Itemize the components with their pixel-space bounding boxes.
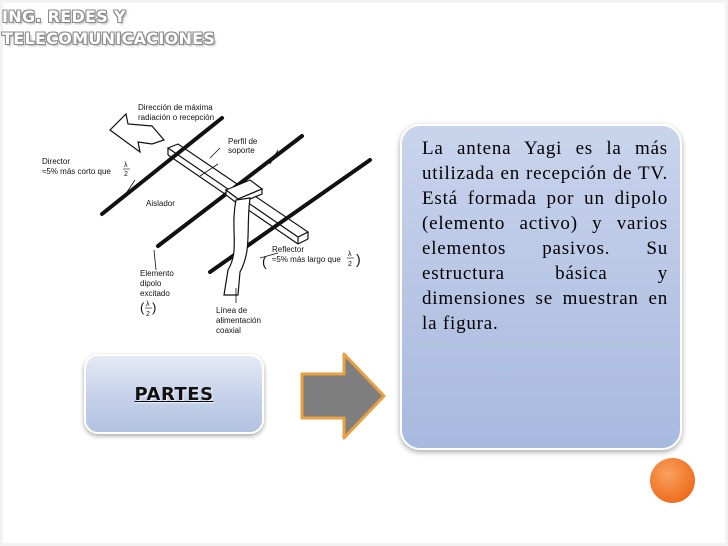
director-lambda: λ [124, 162, 128, 169]
slide-header: ING. REDES Y TELECOMUNICACIONES [2, 6, 302, 50]
elemento-label-3: excitado [140, 289, 170, 298]
reflector-paren-close: ) [356, 251, 361, 267]
elemento-paren-open: ( [140, 300, 145, 315]
linea-label-2: alimentación [216, 316, 261, 325]
partes-label: PARTES [134, 383, 214, 405]
elemento-lambda: λ [146, 301, 150, 308]
yagi-antenna-diagram: Dirección de máxima radiación o recepció… [42, 103, 372, 335]
description-box: La antena Yagi es la más utilizada en re… [400, 124, 682, 450]
header-line-1: ING. REDES Y [2, 7, 126, 26]
decorative-orange-dot [650, 458, 695, 503]
header-line-2: TELECOMUNICACIONES [2, 29, 216, 48]
radiation-arrow [109, 112, 166, 154]
director-label-1: Director [42, 157, 70, 166]
elemento-label-1: Elemento [140, 269, 174, 278]
reflector-two: 2 [348, 261, 352, 268]
right-arrow-icon[interactable] [298, 350, 388, 442]
perfil-label-2: soporte [228, 146, 255, 155]
elemento-two: 2 [146, 311, 150, 318]
linea-label-1: Línea de [216, 306, 248, 315]
reflector-label-2: ≈5% más largo que [272, 255, 341, 264]
reflector-paren-open: ( [262, 253, 267, 269]
director-label-2: ≈5% más corto que [42, 167, 111, 176]
aislador-label: Aislador [146, 199, 175, 208]
elemento-label-2: dipolo [140, 279, 162, 288]
linea-label-3: coaxial [216, 326, 241, 335]
description-text: La antena Yagi es la más utilizada en re… [422, 138, 668, 334]
direction-label-2: radiación o recepción [138, 113, 214, 122]
direction-label-1: Dirección de máxima [138, 103, 213, 112]
perfil-label-1: Perfil de [228, 137, 258, 146]
coaxial-line [223, 197, 251, 296]
partes-button[interactable]: PARTES [84, 354, 264, 434]
reflector-lambda: λ [348, 251, 352, 258]
director-two: 2 [124, 171, 128, 178]
elemento-paren-close: ) [152, 300, 156, 315]
reflector-label-1: Reflector [272, 245, 304, 254]
director-element [100, 116, 224, 216]
